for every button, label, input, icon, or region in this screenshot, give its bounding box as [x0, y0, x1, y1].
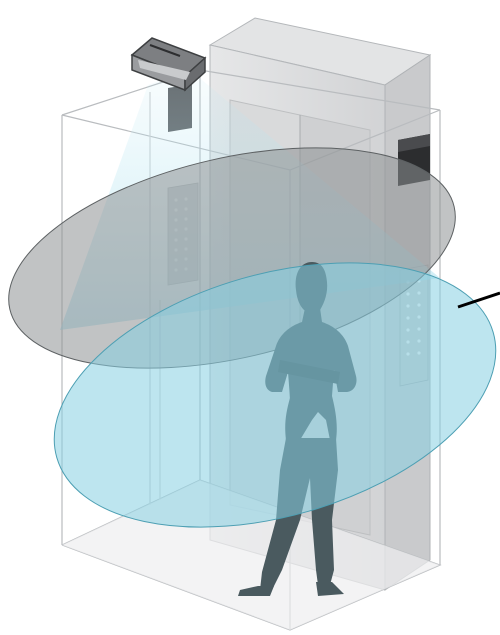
ceiling-mounted-sensor [132, 38, 205, 90]
